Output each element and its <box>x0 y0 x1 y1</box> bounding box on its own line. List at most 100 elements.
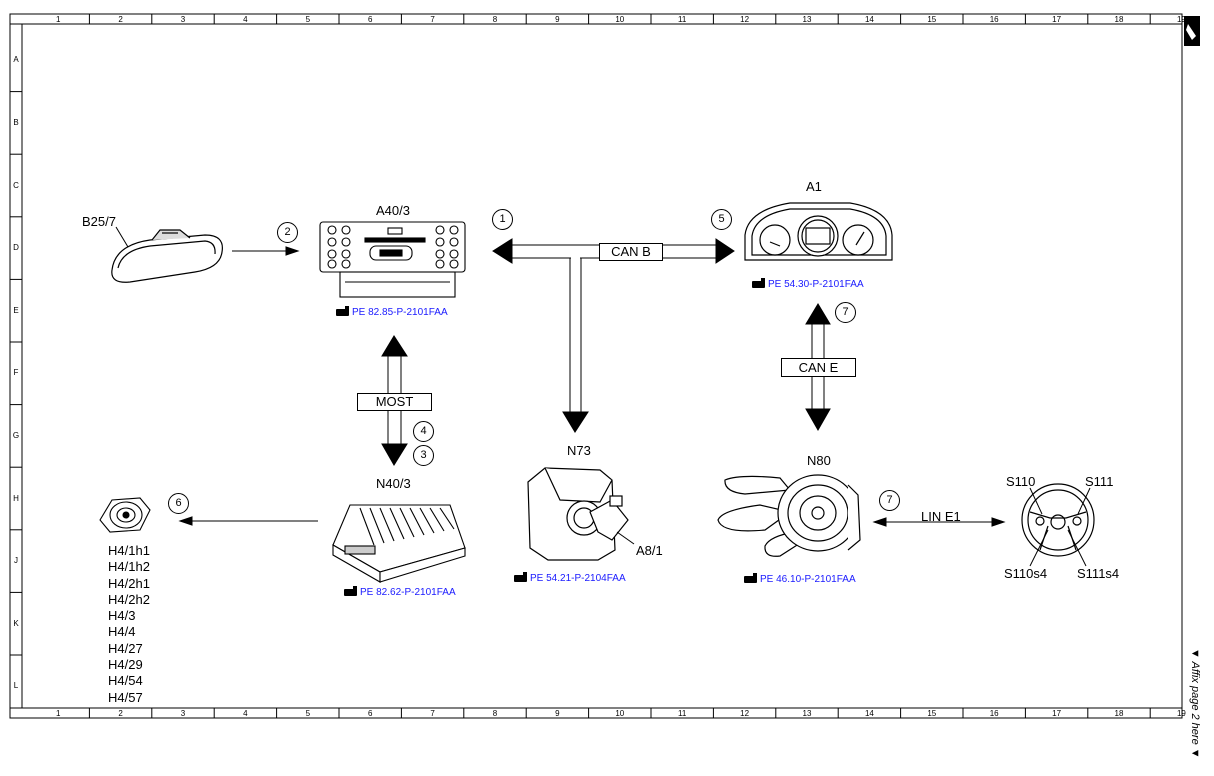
label-n40-3: N40/3 <box>376 476 411 491</box>
label-s111s4: S111s4 <box>1077 566 1120 581</box>
grid-column-label: 17 <box>1052 15 1062 24</box>
grid-column-label: 14 <box>864 709 874 718</box>
side-note: ▼ Affix page 2 here ▼ <box>1189 648 1201 759</box>
speaker-list-item: H4/29 <box>108 657 143 673</box>
label-a8-1: A8/1 <box>636 543 663 558</box>
grid-row-label: G <box>12 430 20 440</box>
speaker-list-item: H4/1h1 <box>108 543 150 558</box>
grid-column-label: 8 <box>492 709 498 718</box>
grid-column-label: 6 <box>367 709 373 718</box>
reference-text: PE 54.30-P-2101FAA <box>768 279 864 290</box>
speaker-drawing <box>99 497 151 533</box>
reference-link-n73[interactable]: PE 54.21-P-2104FAA <box>514 572 626 584</box>
marker-3: 3 <box>413 445 434 466</box>
speaker-list-item: H4/4 <box>108 624 136 640</box>
grid-column-label: 6 <box>367 15 373 24</box>
grid-column-label: 15 <box>927 709 937 718</box>
bus-label-can-e: CAN E <box>781 358 856 377</box>
marker-7-lin: 7 <box>879 490 900 511</box>
reference-link-n40-3[interactable]: PE 82.62-P-2101FAA <box>344 586 456 598</box>
reference-link-n80[interactable]: PE 46.10-P-2101FAA <box>744 573 856 585</box>
label-b25-7: B25/7 <box>82 214 116 229</box>
grid-column-label: 9 <box>555 15 560 24</box>
grid-column-label: 7 <box>430 15 435 24</box>
grid-column-label: 11 <box>678 15 687 24</box>
grid-row-label: L <box>13 681 19 691</box>
grid-row-label: J <box>14 556 18 566</box>
pointing-hand-icon <box>744 573 757 583</box>
grid-column-label: 5 <box>305 15 311 24</box>
speaker-list-item: H4/3 <box>108 608 136 624</box>
reference-link-a1[interactable]: PE 54.30-P-2101FAA <box>752 278 864 290</box>
grid-column-label: 2 <box>118 15 123 24</box>
speaker-list-item: H4/2h1 <box>108 575 150 591</box>
grid-column-label: 16 <box>989 709 999 718</box>
reference-text: PE 54.21-P-2104FAA <box>530 573 626 584</box>
bus-label-most: MOST <box>357 393 432 411</box>
speaker-list-item: H4/27 <box>108 640 143 656</box>
grid-row-label: A <box>13 55 19 65</box>
label-s111: S111 <box>1085 474 1114 489</box>
label-s110s4: S110s4 <box>1004 566 1048 581</box>
steering-column-module-drawing <box>717 474 861 557</box>
label-s110: S110 <box>1006 474 1036 489</box>
grid-column-label: 10 <box>615 15 625 24</box>
grid-column-label: 17 <box>1052 709 1062 718</box>
grid-column-label: 9 <box>555 709 560 718</box>
head-unit-drawing <box>319 221 466 298</box>
grid-column-label: 8 <box>492 15 498 24</box>
grid-row-label: C <box>13 180 19 190</box>
grid-column-label: 18 <box>1114 15 1124 24</box>
speaker-list-item: H4/2h2 <box>108 591 150 607</box>
reference-text: PE 82.85-P-2101FAA <box>352 307 448 318</box>
grid-column-label: 4 <box>243 709 248 718</box>
marker-5: 5 <box>711 209 732 230</box>
marker-6: 6 <box>168 493 189 514</box>
pointing-hand-icon <box>336 306 349 316</box>
reference-link-a40-3[interactable]: PE 82.85-P-2101FAA <box>336 306 448 318</box>
grid-column-label: 11 <box>678 709 687 718</box>
label-a40-3: A40/3 <box>376 203 410 218</box>
pointing-hand-icon <box>752 278 765 288</box>
speaker-list-item: H4/54 <box>108 673 143 689</box>
marker-2: 2 <box>277 222 298 243</box>
grid-column-label: 10 <box>615 709 625 718</box>
instrument-cluster-drawing <box>744 202 893 261</box>
marker-7-can-e: 7 <box>835 302 856 323</box>
grid-column-label: 4 <box>243 15 248 24</box>
reference-text: PE 46.10-P-2101FAA <box>760 574 856 585</box>
grid-row-label: B <box>13 117 19 127</box>
grid-column-label: 19 <box>1176 709 1186 718</box>
grid-column-label: 12 <box>740 709 750 718</box>
amplifier-drawing <box>332 504 466 583</box>
grid-column-label: 18 <box>1114 709 1124 718</box>
ignition-switch-drawing <box>527 467 629 561</box>
grid-column-label: 14 <box>864 15 874 24</box>
bus-label-can-b: CAN B <box>599 243 663 261</box>
marker-4: 4 <box>413 421 434 442</box>
grid-column-label: 7 <box>430 709 435 718</box>
grid-column-label: 1 <box>55 709 61 718</box>
grid-column-label: 5 <box>305 709 311 718</box>
grid-column-label: 12 <box>740 15 750 24</box>
grid-column-label: 1 <box>55 15 61 24</box>
grid-row-label: K <box>13 618 19 628</box>
grid-column-label: 16 <box>989 15 999 24</box>
grid-column-label: 13 <box>802 709 812 718</box>
rear-mirror-drawing <box>111 229 223 283</box>
grid-column-label: 3 <box>180 709 186 718</box>
speaker-list-item: H4/57 <box>108 689 143 705</box>
pointing-hand-icon <box>514 572 527 582</box>
grid-column-label: 19 <box>1176 15 1186 24</box>
marker-1: 1 <box>492 209 513 230</box>
grid-row-label: F <box>13 368 19 378</box>
grid-column-label: 2 <box>118 709 123 718</box>
reference-text: PE 82.62-P-2101FAA <box>360 587 456 598</box>
speaker-list-item: H4/1h2 <box>108 559 150 575</box>
label-n80: N80 <box>807 453 831 468</box>
label-a1: A1 <box>806 179 822 194</box>
pointing-hand-icon <box>344 586 357 596</box>
grid-row-label: H <box>13 493 19 503</box>
